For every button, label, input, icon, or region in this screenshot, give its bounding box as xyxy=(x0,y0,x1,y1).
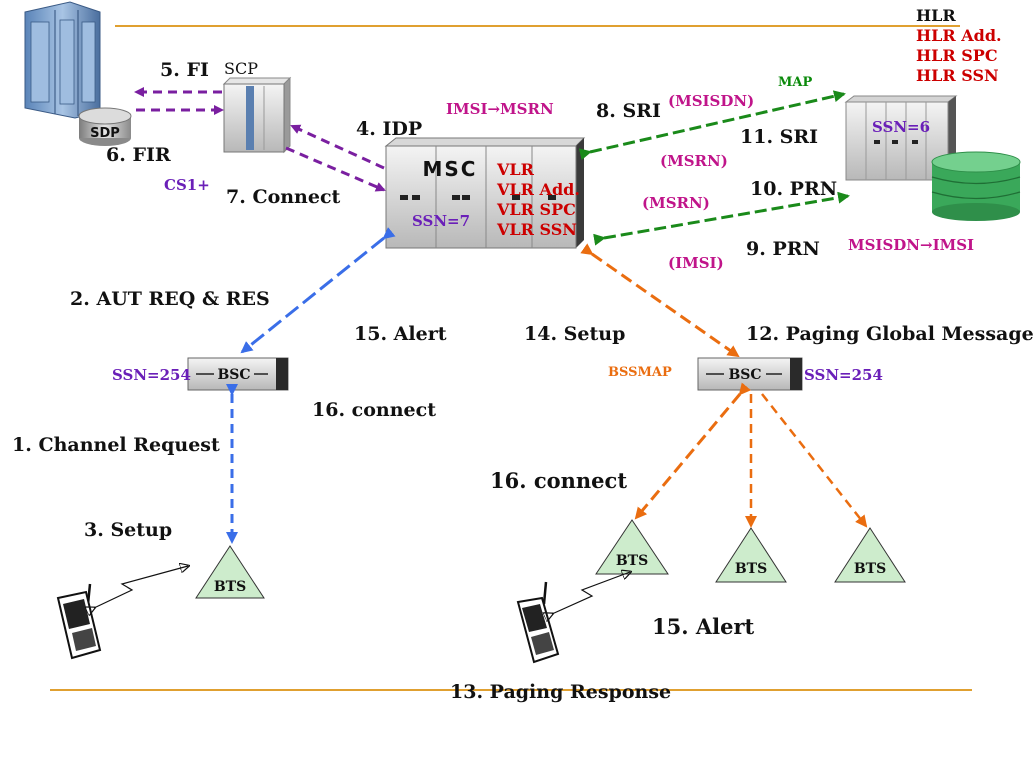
scp-label: SCP xyxy=(224,59,258,78)
step-5-label: 5. FI xyxy=(160,59,209,81)
step-16b-label: 16. connect xyxy=(490,468,628,493)
idp-arrow xyxy=(290,124,385,170)
msc-ssn: SSN=7 xyxy=(412,212,471,230)
hlr-node xyxy=(844,95,958,181)
bsc-left-node xyxy=(187,357,289,391)
step-2-label: 2. AUT REQ & RES xyxy=(70,288,270,310)
bts1-arrow xyxy=(634,382,752,520)
bts-left-triangle xyxy=(195,545,265,599)
bts-right-3-label: BTS xyxy=(854,561,886,577)
sdp-label: SDP xyxy=(90,126,120,141)
vlr-param: VLR Add. xyxy=(497,180,580,199)
connect-arrow xyxy=(285,146,386,192)
step-12-label: 12. Paging Global Message xyxy=(746,323,1034,345)
sri-arrow xyxy=(578,90,846,161)
bts-right-3-triangle xyxy=(834,527,906,583)
server-rack-icon xyxy=(24,1,101,119)
hlr-database-icon xyxy=(931,151,1021,221)
mobile-phone-left-icon xyxy=(56,583,102,660)
cs1-protocol-label: CS1+ xyxy=(164,176,210,194)
step-9-label: 9. PRN xyxy=(746,238,820,260)
aut-arrow xyxy=(240,227,396,354)
scp-node xyxy=(222,76,292,154)
hlr-param: HLR SPC xyxy=(916,46,998,65)
step-6-label: 6. FIR xyxy=(106,144,171,166)
msc-node xyxy=(384,137,586,249)
step-14-label: 14. Setup xyxy=(524,323,626,345)
step-16a-label: 16. connect xyxy=(312,399,436,421)
msrn-annotation: (MSRN) xyxy=(642,194,710,212)
radio-link-right xyxy=(552,572,630,614)
imsi-msrn-annotation: IMSI→MSRN xyxy=(446,100,554,118)
bts-right-2-label: BTS xyxy=(735,561,767,577)
bts3-arrow xyxy=(761,393,868,528)
step-4-label: 4. IDP xyxy=(356,118,423,140)
msrn-annotation: (MSRN) xyxy=(660,152,728,170)
imsi-annotation: (IMSI) xyxy=(668,254,724,272)
bssmap-protocol-label: BSSMAP xyxy=(608,365,672,380)
step-10-label: 10. PRN xyxy=(750,178,838,200)
step-1-label: 1. Channel Request xyxy=(12,434,220,456)
bts-right-2-triangle xyxy=(715,527,787,583)
radio-link-left xyxy=(94,566,188,608)
msisdn-annotation: (MSISDN) xyxy=(668,92,755,110)
msisdn-imsi-annotation: MSISDN→IMSI xyxy=(848,236,975,254)
bsc-left-label: BSC xyxy=(217,367,250,383)
mobile-phone-right-icon xyxy=(516,581,560,664)
step-15b-label: 15. Alert xyxy=(652,614,755,639)
map-protocol-label: MAP xyxy=(778,75,813,90)
step-7-label: 7. Connect xyxy=(226,186,341,208)
step-11-label: 11. SRI xyxy=(740,126,819,148)
step-13-label: 13. Paging Response xyxy=(450,681,672,703)
hlr-title: HLR xyxy=(916,6,956,25)
bts-left-label: BTS xyxy=(214,579,246,595)
vlr-param: VLR SSN xyxy=(497,220,577,239)
msc-logo: MSC xyxy=(423,157,478,181)
bsc-right-label: BSC xyxy=(728,367,761,383)
step-15a-label: 15. Alert xyxy=(354,323,447,345)
vlr-param: VLR SPC xyxy=(497,200,576,219)
bts-right-1-label: BTS xyxy=(616,553,648,569)
hlr-ssn: SSN=6 xyxy=(872,118,931,136)
prn-arrow xyxy=(593,191,850,246)
paging-arrow xyxy=(580,243,740,358)
vlr-param: VLR xyxy=(497,160,534,179)
hlr-param: HLR Add. xyxy=(916,26,1002,45)
sdp-database-icon xyxy=(78,107,132,146)
hlr-param: HLR SSN xyxy=(916,66,999,85)
step-8-label: 8. SRI xyxy=(596,100,661,122)
step-3-label: 3. Setup xyxy=(84,519,173,541)
bsc-left-ssn: SSN=254 xyxy=(112,366,191,384)
bsc-right-ssn: SSN=254 xyxy=(804,366,883,384)
